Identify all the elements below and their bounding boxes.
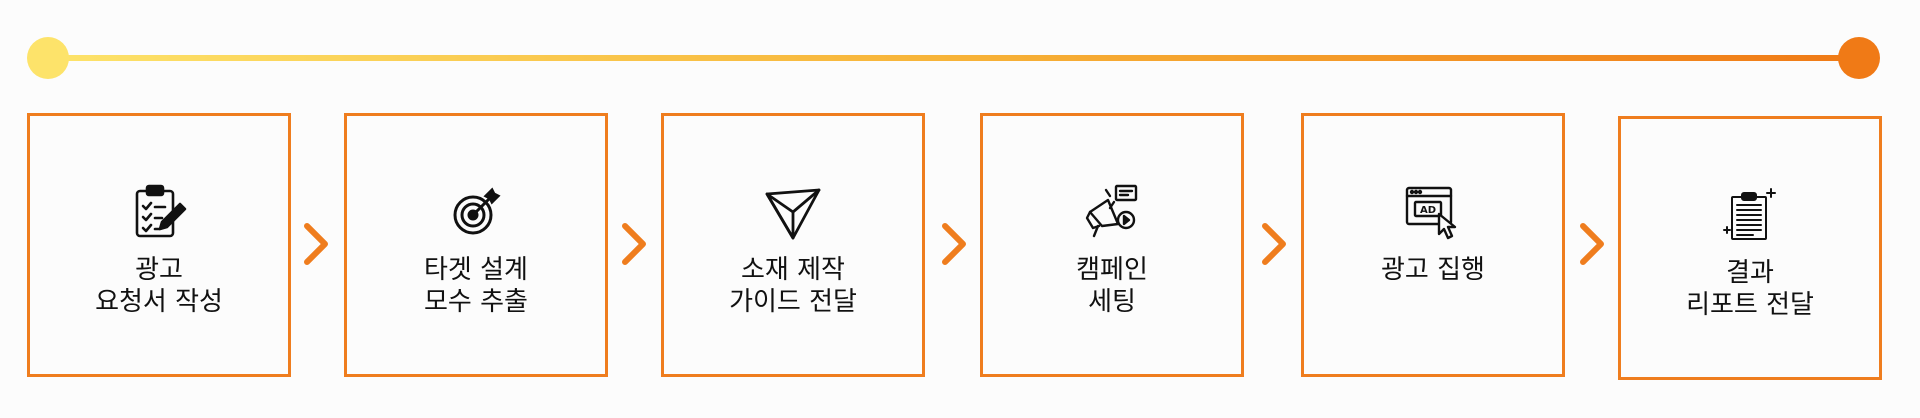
target-icon xyxy=(446,182,506,242)
step-label-line1: 결과 xyxy=(1726,258,1774,288)
step-label-line1: 타겟 설계 xyxy=(424,255,528,285)
chevron-right-icon xyxy=(302,222,330,266)
ad-screen-cursor-icon: AD xyxy=(1403,182,1463,242)
progress-timeline xyxy=(27,37,1880,79)
step-label: 캠페인 세팅 xyxy=(983,254,1241,318)
step-campaign-setting: 캠페인 세팅 xyxy=(980,113,1244,377)
step-label-line1: 광고 집행 xyxy=(1381,255,1485,285)
chevron-right-icon xyxy=(1578,222,1606,266)
step-label: 소재 제작 가이드 전달 xyxy=(664,254,922,318)
chevron-right-icon xyxy=(1260,222,1288,266)
step-label-line2: 세팅 xyxy=(1088,287,1136,317)
chevron-right-icon xyxy=(620,222,648,266)
svg-text:AD: AD xyxy=(1420,205,1436,216)
step-label-line1: 캠페인 xyxy=(1076,255,1148,285)
chevron-right-icon xyxy=(940,222,968,266)
step-ad-request: 광고 요청서 작성 xyxy=(27,113,291,377)
step-creative-guide: 소재 제작 가이드 전달 xyxy=(661,113,925,377)
step-label: 광고 집행 xyxy=(1304,254,1562,286)
timeline-end-dot xyxy=(1838,37,1880,79)
step-label: 타겟 설계 모수 추출 xyxy=(347,254,605,318)
timeline-start-dot xyxy=(27,37,69,79)
step-label-line2: 모수 추출 xyxy=(424,287,528,317)
step-label-line2: 리포트 전달 xyxy=(1686,290,1814,320)
paper-plane-icon xyxy=(763,182,823,242)
step-label: 광고 요청서 작성 xyxy=(30,254,288,318)
megaphone-icon xyxy=(1082,182,1142,242)
step-ad-execution: AD 광고 집행 xyxy=(1301,113,1565,377)
clipboard-pencil-icon xyxy=(129,182,189,242)
report-document-icon xyxy=(1720,185,1780,245)
step-target-design: 타겟 설계 모수 추출 xyxy=(344,113,608,377)
step-label-line1: 소재 제작 xyxy=(741,255,845,285)
step-label-line2: 요청서 작성 xyxy=(95,287,223,317)
timeline-gradient-line xyxy=(48,55,1859,61)
step-label-line1: 광고 xyxy=(135,255,183,285)
step-result-report: 결과 리포트 전달 xyxy=(1618,116,1882,380)
step-label: 결과 리포트 전달 xyxy=(1621,257,1879,321)
step-label-line2: 가이드 전달 xyxy=(729,287,857,317)
